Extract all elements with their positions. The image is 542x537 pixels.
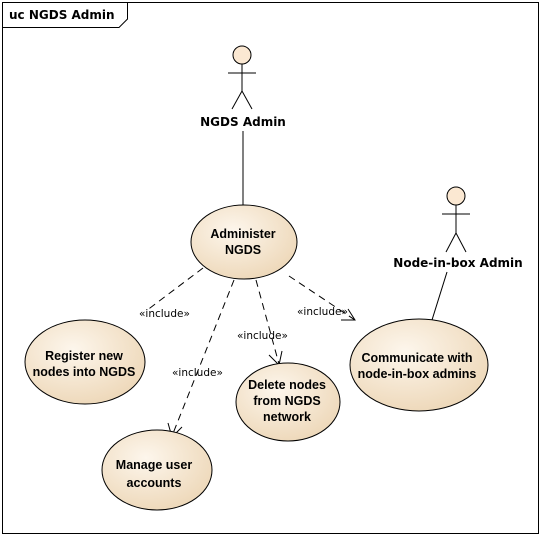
usecase-label: Register new [45,349,123,363]
actor-head-icon [232,45,252,65]
usecase-label: Communicate with [361,351,472,365]
usecase-administer-ngds[interactable]: Administer NGDS [190,204,298,280]
usecase-label: Manage user [116,458,193,472]
include-label: «include» [139,308,190,320]
usecase-label: node-in-box admins [358,367,477,381]
usecase-label: NGDS [225,243,261,257]
include-to-register: «include» [139,267,204,320]
usecase-delete-nodes[interactable]: Delete nodes from NGDS network [235,362,341,442]
include-label: «include» [297,306,348,318]
usecase-communicate-admins[interactable]: Communicate with node-in-box admins [349,318,489,412]
diagram-title: uc NGDS Admin [9,8,115,22]
usecase-label: Administer [210,227,275,241]
include-label: «include» [237,330,288,342]
include-to-communicate: «include» [288,275,356,321]
usecase-label: network [263,410,311,424]
usecase-label: Delete nodes [248,378,326,392]
frame-title-tab [2,2,128,28]
actor-label-ngds-admin: NGDS Admin [200,115,286,129]
usecase-manage-user-accounts[interactable]: Manage user accounts [101,429,213,511]
usecase-label: from NGDS [253,394,320,408]
include-label: «include» [172,367,223,379]
actor-node-in-box-admin[interactable]: Node-in-box Admin [393,186,523,270]
usecase-label: nodes into NGDS [33,365,136,379]
usecase-register-nodes[interactable]: Register new nodes into NGDS [24,319,146,405]
actor-head-icon [446,186,466,206]
actor-label-node-in-box-admin: Node-in-box Admin [393,256,522,270]
association-node-in-box-admin [431,271,448,321]
actor-ngds-admin[interactable]: NGDS Admin [200,45,286,129]
usecase-label: accounts [127,476,182,490]
